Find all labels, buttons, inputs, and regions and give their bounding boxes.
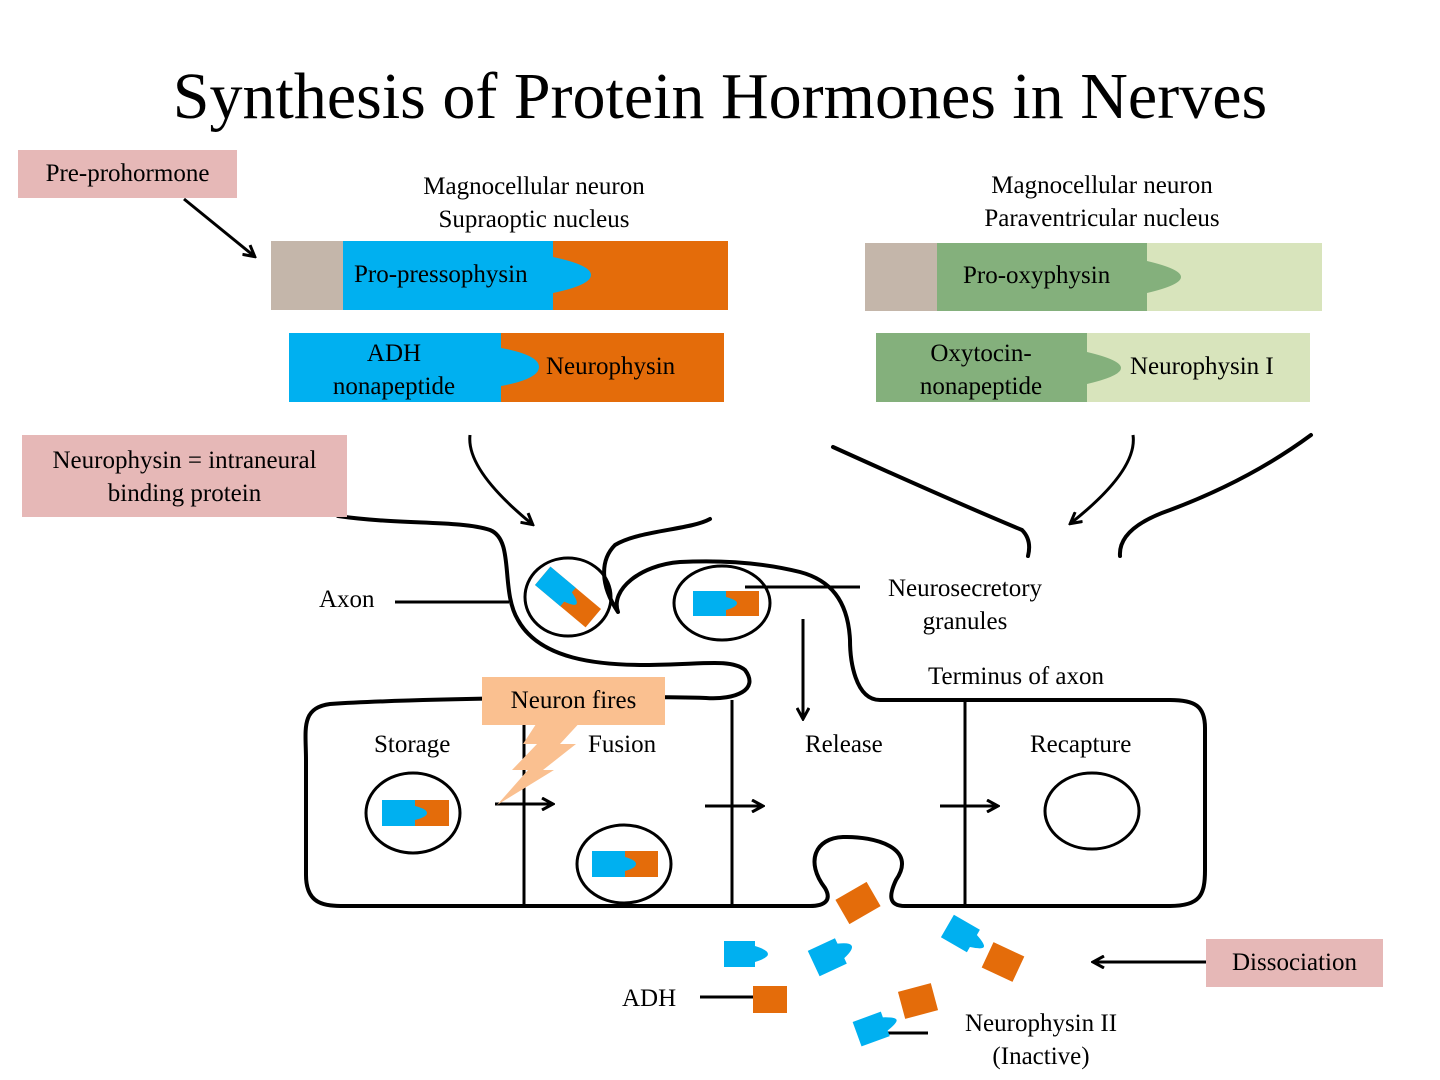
pre-prohormone-callout: Pre-prohormone — [18, 150, 237, 198]
pro-pressophysin-label: Pro-pressophysin — [354, 261, 528, 288]
adh-label: ADH — [622, 985, 677, 1012]
granule-axon-tilted — [523, 556, 613, 638]
adh-pointer-fragment — [753, 986, 787, 1013]
oxytocin-nonapeptide-label: Oxytocin-nonapeptide — [919, 340, 1043, 400]
terminus-of-axon-label: Terminus of axon — [928, 663, 1104, 690]
pro-oxyphysin-label: Pro-oxyphysin — [963, 262, 1111, 289]
neuron-fires-callout: Neuron fires — [482, 677, 665, 725]
page-title: Synthesis of Protein Hormones in Nerves — [172, 60, 1268, 133]
adh-fragment — [852, 1011, 897, 1047]
second-axon-outline — [831, 433, 1313, 558]
axon-label: Axon — [319, 586, 375, 613]
adh-fragment — [724, 941, 768, 967]
pre-prohormone-arrow — [183, 197, 254, 256]
stage-recapture-label: Recapture — [1030, 731, 1132, 758]
empty-granule-recapture — [1043, 771, 1141, 851]
dissociation-callout: Dissociation — [1206, 939, 1383, 987]
oxytocin-segment — [937, 243, 1181, 311]
pro-oxyphysin-bar — [865, 243, 1322, 311]
adh-fragment — [807, 938, 853, 977]
pro-pressophysin-bar — [271, 241, 728, 310]
neurophysin-fragment — [897, 983, 939, 1019]
oxytocin-neurophysin-pair — [876, 333, 1310, 402]
stage-release-label: Release — [805, 731, 883, 758]
signal-peptide-segment — [865, 243, 938, 311]
neurophysin-ii-label: Neurophysin II — [964, 1010, 1118, 1037]
supraoptic-to-axon-arrow — [468, 434, 532, 524]
granule-axon-flat — [672, 564, 772, 642]
neurophysin-ii-inactive-label: (Inactive) — [992, 1043, 1090, 1070]
granule-fusion — [575, 823, 673, 905]
adh-fragment — [940, 914, 985, 953]
paraventricular-cell-line1: Magnocellular neuron — [991, 172, 1213, 199]
neurophysin-fragment — [835, 881, 881, 925]
adh-nonapeptide-label: ADH nonapeptide — [332, 340, 456, 400]
neurophysin-definition-callout: Neurophysin = intraneural binding protei… — [22, 435, 347, 517]
granule-storage — [364, 771, 462, 855]
neurosecretory-granules-label: Neurosecretory granules — [887, 575, 1043, 635]
stage-dividers — [522, 700, 967, 906]
adh-segment — [343, 241, 591, 310]
released-fragments — [724, 881, 1025, 1047]
axon-outline — [303, 514, 1207, 908]
stage-arrows — [495, 804, 997, 806]
supraoptic-cell-line1: Magnocellular neuron — [423, 173, 645, 200]
neurophysin-fragment — [981, 942, 1025, 982]
adh-nonapeptide-block — [289, 333, 539, 402]
neurophysin-i-label: Neurophysin I — [1130, 353, 1274, 380]
adh-neurophysin-pair — [289, 333, 724, 402]
supraoptic-cell-line2: Supraoptic nucleus — [438, 206, 630, 233]
paraventricular-cell-line2: Paraventricular nucleus — [984, 205, 1220, 232]
stage-fusion-label: Fusion — [588, 731, 657, 758]
lightning-bolt-icon — [497, 718, 584, 805]
signal-peptide-segment — [271, 241, 344, 310]
stage-storage-label: Storage — [374, 731, 451, 758]
neurophysin-label: Neurophysin — [546, 353, 676, 380]
paraventricular-to-axon-arrow — [1071, 434, 1135, 523]
oxytocin-block — [876, 333, 1121, 402]
